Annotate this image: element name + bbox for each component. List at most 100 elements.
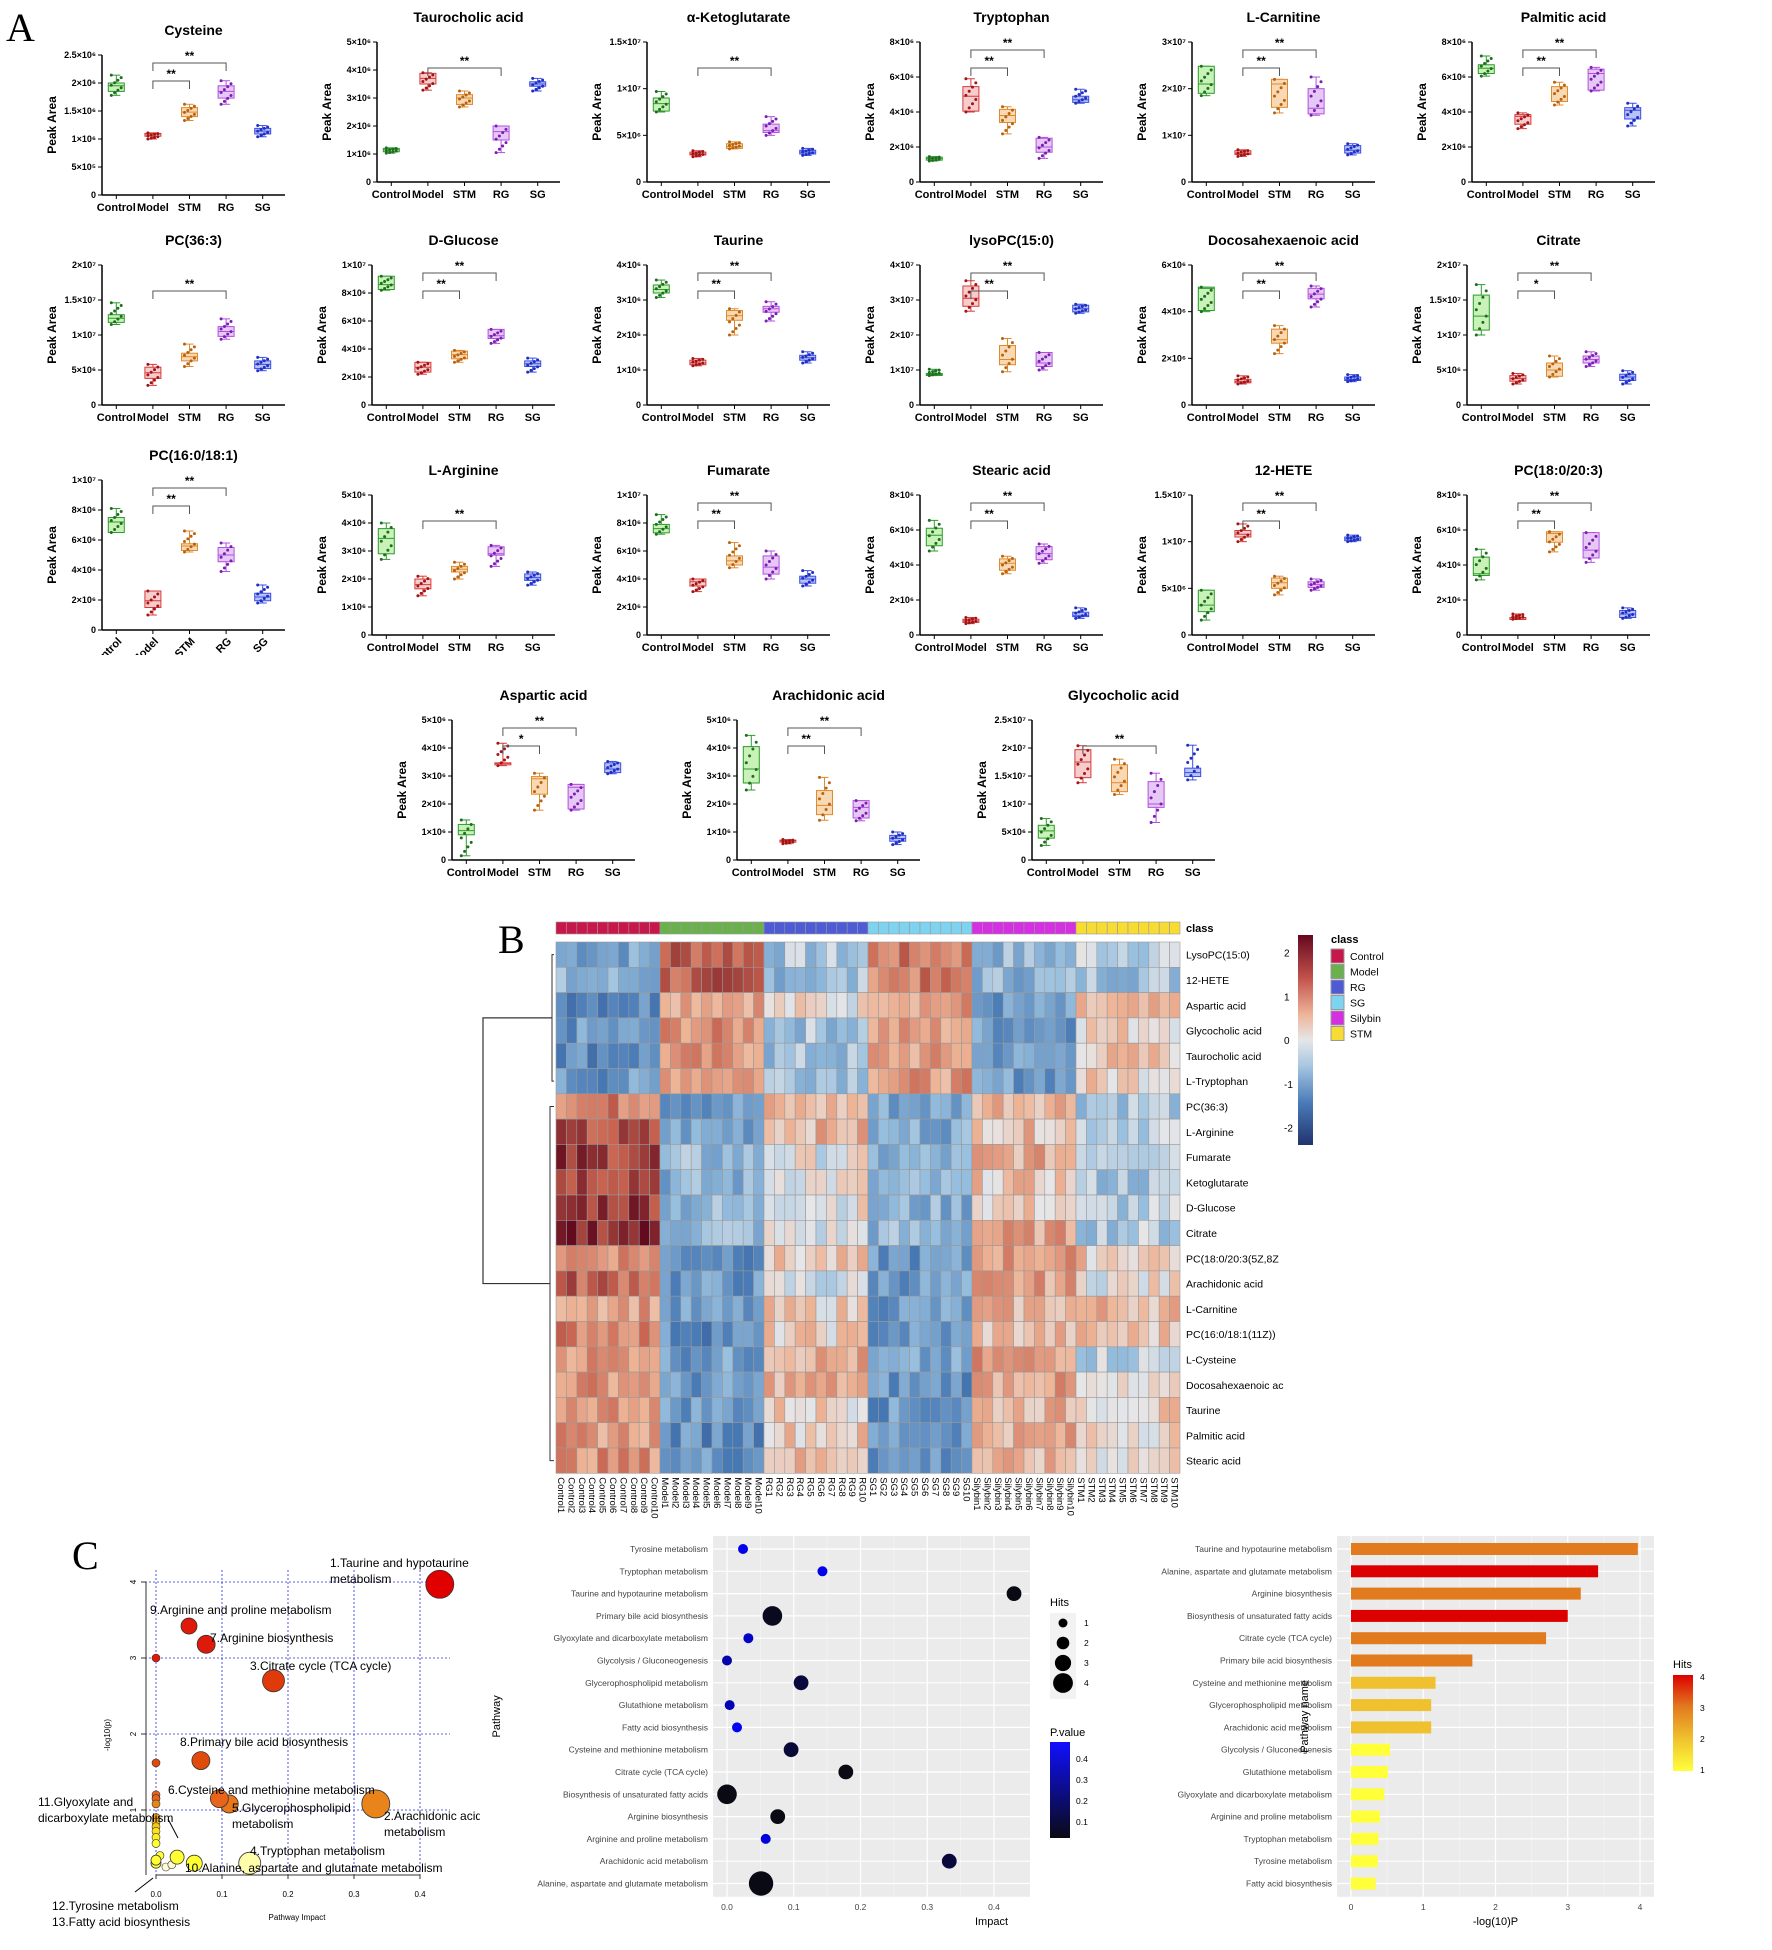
heatmap-column-label: STM5 — [1117, 1477, 1128, 1502]
pathway-dot — [838, 1764, 854, 1780]
pathway-dot — [1006, 1586, 1022, 1601]
pathway-label: 1.Taurine and hypotaurine — [330, 1556, 469, 1570]
pathway-bar — [1351, 1788, 1385, 1801]
heatmap-column-label: Silybin3 — [992, 1477, 1003, 1510]
svg-text:4×10⁶: 4×10⁶ — [617, 260, 641, 270]
heatmap-column-label: Model8 — [732, 1477, 743, 1508]
svg-text:0.2: 0.2 — [282, 1890, 294, 1899]
legend-swatch — [1330, 1026, 1345, 1041]
significance-marker: ** — [460, 54, 470, 68]
svg-text:13.Fatty acid biosynthesis: 13.Fatty acid biosynthesis — [52, 1915, 190, 1929]
svg-text:-log10(p): -log10(p) — [103, 1719, 112, 1751]
pathway-name: Glyoxylate and dicarboxylate metabolism — [1178, 1789, 1333, 1799]
svg-text:1.5×10⁷: 1.5×10⁷ — [1430, 295, 1462, 305]
pathway-name: Tryptophan metabolism — [1243, 1834, 1332, 1844]
svg-text:STM: STM — [1268, 642, 1291, 654]
plot-title: L-Arginine — [429, 462, 499, 478]
svg-text:5×10⁶: 5×10⁶ — [1002, 827, 1026, 837]
svg-text:2×10⁶: 2×10⁶ — [890, 142, 914, 152]
y-axis-label: Peak Area — [45, 526, 59, 584]
svg-text:2: 2 — [1284, 949, 1290, 960]
heatmap-column-label: RG1 — [763, 1477, 774, 1497]
svg-text:RG: RG — [568, 867, 585, 879]
pathway-name: Glycolysis / Gluconeogenesis — [1221, 1745, 1332, 1755]
significance-marker: * — [519, 732, 524, 746]
heatmap-column-label: Control7 — [617, 1477, 628, 1513]
svg-text:Control: Control — [915, 412, 954, 424]
svg-text:0: 0 — [636, 630, 641, 640]
svg-text:Model: Model — [955, 412, 987, 424]
svg-text:Model: Model — [1227, 412, 1259, 424]
heatmap-column-label: Model7 — [721, 1477, 732, 1508]
svg-text:STM: STM — [723, 642, 746, 654]
panel-label-a: A — [6, 5, 35, 50]
pathway-name: Alanine, aspartate and glutamate metabol… — [1161, 1566, 1332, 1576]
pathway-bar — [1351, 1565, 1599, 1578]
svg-text:1×10⁷: 1×10⁷ — [890, 365, 914, 375]
heatmap-row-label: Docosahexaenoic ac — [1186, 1380, 1283, 1392]
heatmap-column-label: Control5 — [597, 1477, 608, 1513]
hits-colorbar — [1673, 1675, 1693, 1771]
svg-text:SG: SG — [255, 412, 271, 424]
svg-text:Model: Model — [1067, 867, 1099, 879]
svg-text:STM: STM — [448, 412, 471, 424]
svg-text:RG: RG — [1148, 867, 1165, 879]
pathway-name: Citrate cycle (TCA cycle) — [1239, 1633, 1332, 1643]
plot-title: D-Glucose — [428, 232, 498, 248]
svg-text:1×10⁷: 1×10⁷ — [1002, 799, 1026, 809]
pathway-label: 4.Tryptophan metabolism — [250, 1844, 385, 1858]
y-axis-label: Peak Area — [45, 96, 59, 154]
svg-text:0: 0 — [1461, 177, 1466, 187]
heatmap-column-label: SG2 — [877, 1477, 888, 1496]
pathway-dot — [717, 1784, 737, 1805]
svg-text:Model: Model — [955, 189, 987, 201]
heatmap-column-label: Model9 — [742, 1477, 753, 1508]
significance-marker: ** — [730, 54, 740, 68]
boxplot-l-arginine: L-Arginine01×10⁶2×10⁶3×10⁶4×10⁶5×10⁶Peak… — [315, 462, 555, 654]
pathway-bar — [1351, 1877, 1376, 1890]
pathway-dot — [817, 1566, 828, 1577]
svg-text:5×10⁶: 5×10⁶ — [707, 715, 731, 725]
boxplot-cysteine: Cysteine05×10⁵1×10⁶1.5×10⁶2×10⁶2.5×10⁶Pe… — [45, 22, 285, 214]
svg-text:Model: Model — [407, 412, 439, 424]
legend-label: Control — [1350, 951, 1384, 963]
svg-text:3: 3 — [1565, 1902, 1570, 1912]
pathway-dot — [762, 1606, 783, 1626]
svg-text:-1: -1 — [1284, 1080, 1293, 1091]
plot-title: Tryptophan — [973, 9, 1049, 25]
svg-text:SG: SG — [1185, 867, 1201, 879]
svg-text:Model: Model — [1507, 189, 1539, 201]
svg-text:-2: -2 — [1284, 1124, 1293, 1135]
plot-title: Fumarate — [707, 462, 770, 478]
svg-text:4: 4 — [1638, 1902, 1643, 1912]
pathway-dot — [941, 1853, 957, 1869]
svg-text:0: 0 — [1349, 1902, 1354, 1912]
legend-swatch — [1330, 948, 1345, 964]
pathway-bubble — [196, 1634, 216, 1654]
svg-text:2×10⁶: 2×10⁶ — [347, 121, 371, 131]
svg-text:1.5×10⁷: 1.5×10⁷ — [1155, 490, 1187, 500]
svg-text:STM: STM — [1543, 642, 1566, 654]
svg-text:1.5×10⁷: 1.5×10⁷ — [995, 771, 1027, 781]
svg-text:RG: RG — [1588, 189, 1605, 201]
pathway-dot — [732, 1722, 743, 1733]
pathway-name: Glyoxylate and dicarboxylate metabolism — [554, 1633, 709, 1643]
svg-text:4×10⁷: 4×10⁷ — [890, 260, 914, 270]
svg-text:SG: SG — [800, 412, 816, 424]
svg-text:Pathway Impact: Pathway Impact — [269, 1913, 327, 1922]
heatmap-column-label: Control9 — [638, 1477, 649, 1513]
pathway-dot — [783, 1742, 799, 1758]
svg-text:SG: SG — [255, 202, 271, 214]
svg-text:1×10⁷: 1×10⁷ — [617, 84, 641, 94]
svg-text:0.1: 0.1 — [1076, 1817, 1088, 1827]
svg-text:Model: Model — [955, 642, 987, 654]
svg-text:2: 2 — [1700, 1734, 1705, 1744]
pathway-label: metabolism — [330, 1572, 391, 1586]
heatmap-column-label: Silybin4 — [1002, 1477, 1013, 1510]
pathway-bar — [1351, 1766, 1388, 1778]
boxplot-pc-16-0-18-1-: PC(16:0/18:1)02×10⁶4×10⁶6×10⁶8×10⁶1×10⁷P… — [45, 447, 285, 655]
svg-text:Control: Control — [1462, 642, 1501, 654]
pathway-bar — [1351, 1832, 1379, 1845]
